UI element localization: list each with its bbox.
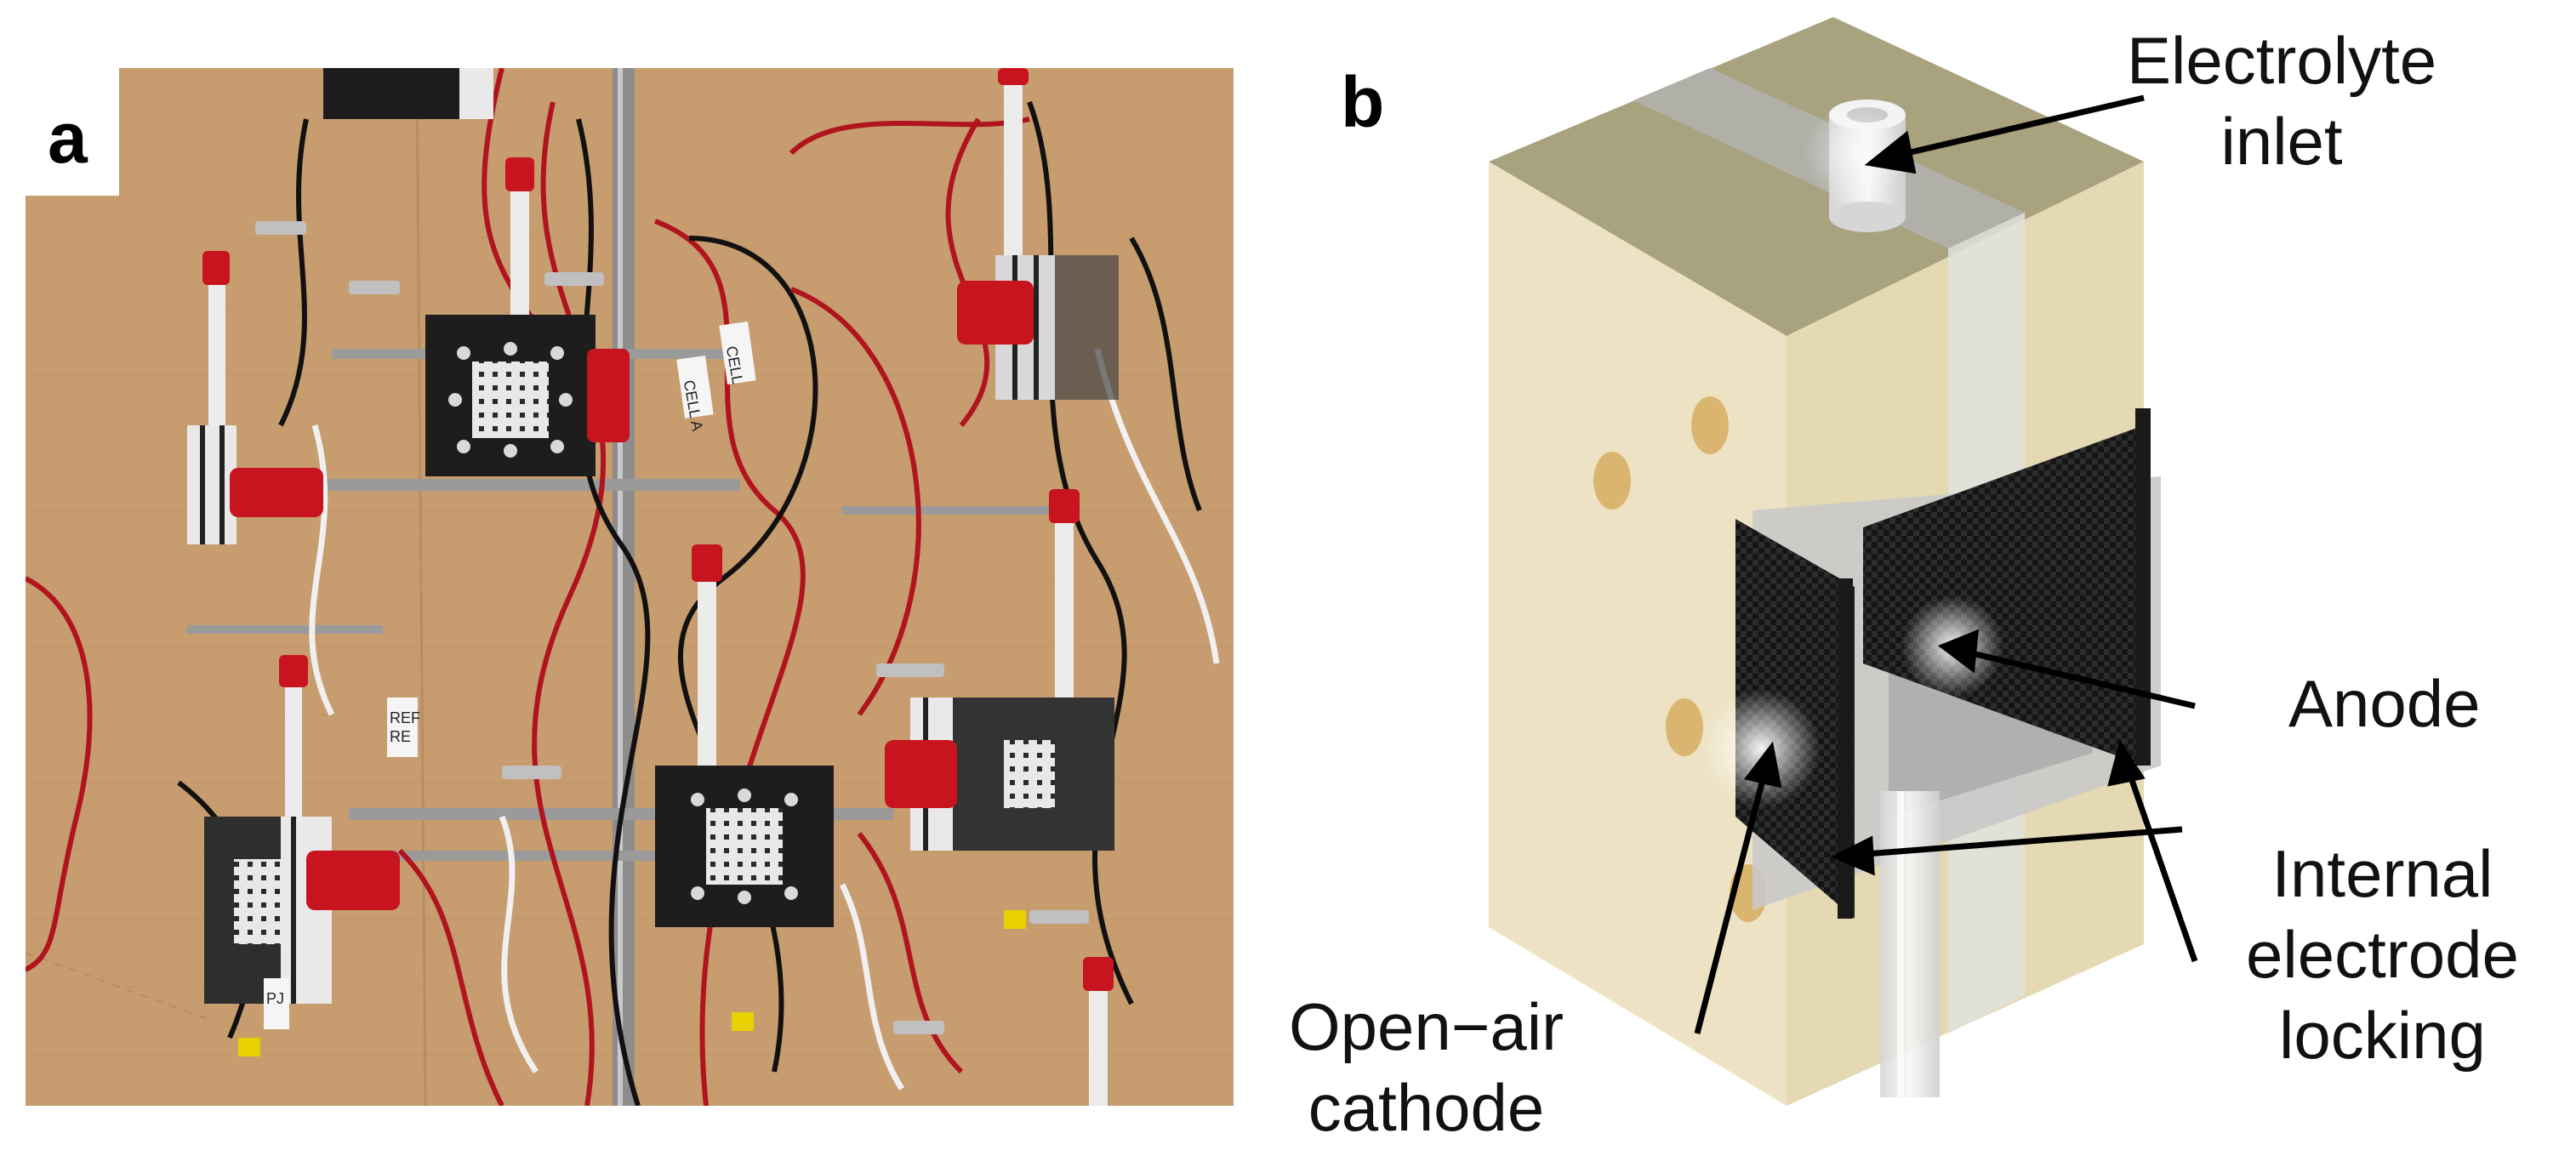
label-tags: CELL CELL A REF RE PJ <box>264 321 756 1029</box>
panel-a-letter: a <box>48 98 88 178</box>
electrolyte-tubes <box>202 68 1114 1106</box>
tag-pj: PJ <box>266 990 284 1007</box>
cell-side-right-top <box>957 255 1119 400</box>
tag-ref: REF <box>390 709 420 726</box>
cathode-glow <box>1701 689 1821 808</box>
cell-side-right-bottom <box>885 698 1114 851</box>
panel-b-letter: b <box>1341 62 1385 142</box>
cell-front-bottom <box>655 766 834 927</box>
tag-re: RE <box>390 728 411 745</box>
stand-rod <box>613 68 635 1106</box>
cell-side-left <box>187 425 323 544</box>
panel-a-photograph: CELL CELL A REF RE PJ <box>26 68 1234 1106</box>
alligator-clips <box>255 221 1089 1034</box>
panel-b-cell-render <box>1489 17 2198 1106</box>
electrolyte-inlet-label: Electrolyte inlet <box>2127 23 2437 179</box>
yellow-connectors <box>238 910 1026 1056</box>
open-air-cathode-label: Open−air cathode <box>1289 989 1564 1146</box>
cell-bottom-left <box>204 817 400 1004</box>
internal-electrode-locking-label: Internal electrode locking <box>2246 836 2519 1073</box>
cell-front-top <box>425 315 630 476</box>
anode-label: Anode <box>2288 666 2481 741</box>
callout-arrows <box>1694 94 2198 1034</box>
cell-top-partial <box>323 68 493 119</box>
outlet-tube <box>1880 791 1940 1097</box>
panel-a-letter-box <box>26 68 119 196</box>
